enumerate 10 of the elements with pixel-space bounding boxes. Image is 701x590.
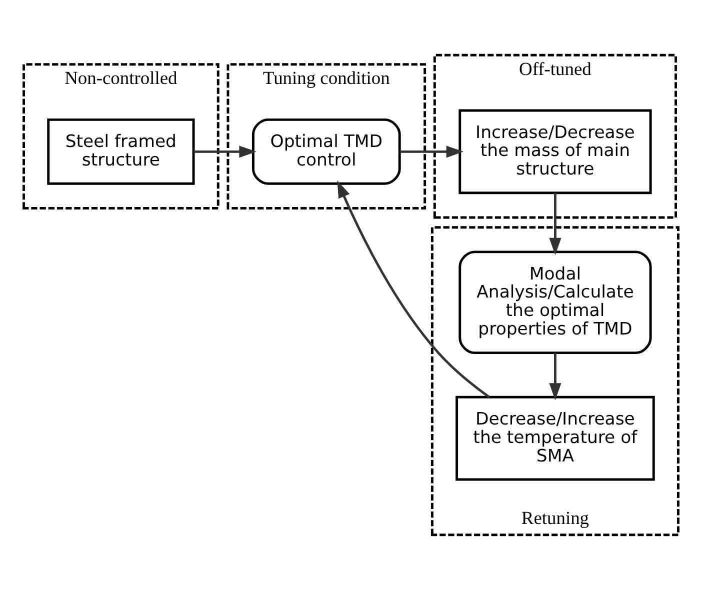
arrow <box>336 180 490 398</box>
node-box: Optimal TMD control <box>251 118 400 185</box>
arrow <box>193 146 256 158</box>
node-box: Modal Analysis/Calculate the optimal properties of TMD <box>458 250 652 354</box>
node-box: Steel framed structure <box>46 118 194 185</box>
arrow <box>399 146 464 158</box>
arrow <box>548 193 561 256</box>
node-box: Decrease/Increase the temperature of SMA <box>455 396 654 481</box>
node-box: Increase/Decrease the mass of main structure <box>458 109 652 194</box>
arrow <box>548 352 561 400</box>
